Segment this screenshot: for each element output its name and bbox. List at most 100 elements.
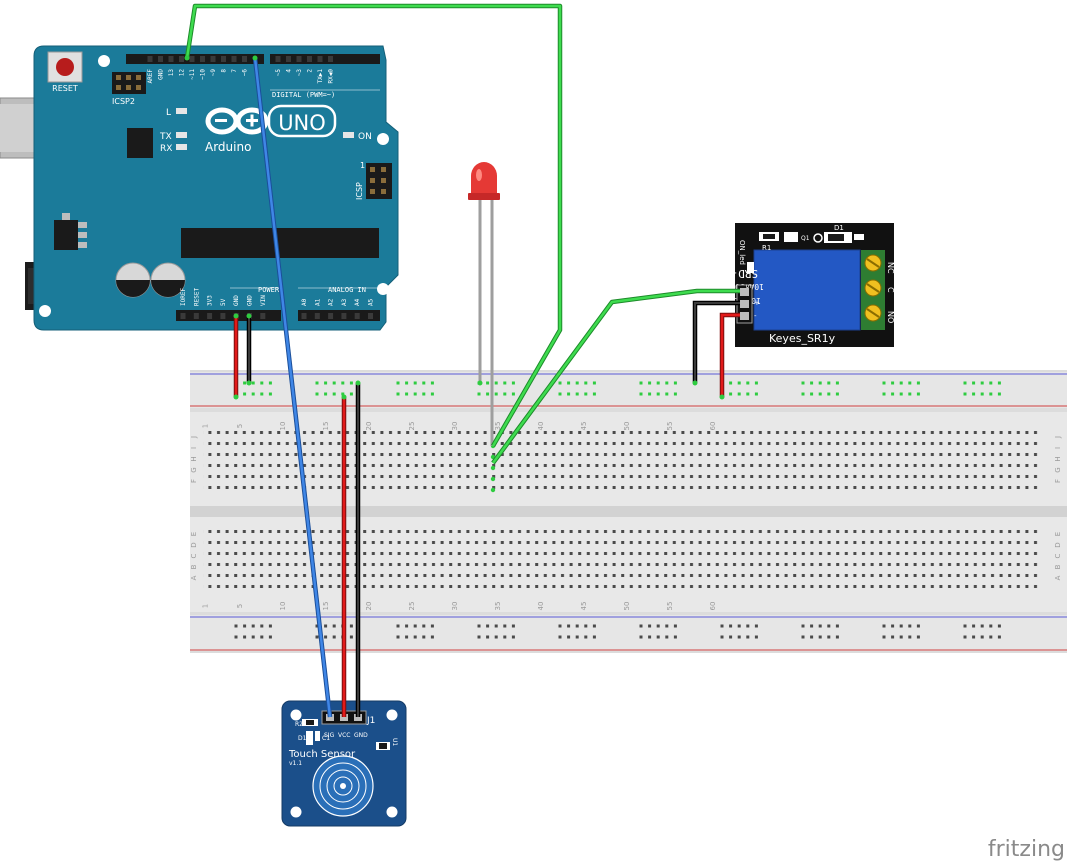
relay-term-no: NO: [886, 311, 895, 323]
rail-hole: [835, 635, 839, 639]
column-number: 5: [236, 424, 244, 428]
rail-hole: [413, 381, 417, 385]
rail-hole: [503, 392, 507, 396]
rail-hole: [349, 392, 353, 396]
rail-hole: [963, 392, 967, 396]
reset-button-cap[interactable]: [56, 58, 74, 76]
rail-hole: [430, 392, 434, 396]
rail-hole: [891, 392, 895, 396]
rail-hole: [584, 392, 588, 396]
analog-header: [298, 310, 380, 321]
rail-hole: [648, 381, 652, 385]
header-pin: [314, 313, 320, 319]
row-letter: F: [190, 479, 198, 483]
header-pin: [317, 56, 323, 62]
rail-hole: [656, 624, 660, 628]
header-pin: [275, 56, 281, 62]
rail-hole: [737, 392, 741, 396]
rail-hole: [980, 635, 984, 639]
rail-hole: [503, 624, 507, 628]
rail-hole: [673, 392, 677, 396]
rail-hole: [997, 624, 1001, 628]
analog-pin-label: A0: [301, 298, 308, 306]
pin-vcc-label: VCC: [338, 732, 350, 739]
breadboard-labels: 1155101015152020252530303535404045455050…: [190, 422, 1062, 611]
rail-hole: [737, 635, 741, 639]
mounting-hole: [377, 283, 389, 295]
rail-hole: [648, 624, 652, 628]
rail-hole: [835, 392, 839, 396]
led-on: [343, 132, 354, 138]
digital-pin-label: ~10: [200, 69, 207, 80]
j1-label: J1: [366, 716, 375, 726]
digital-pin-label: ~3: [296, 69, 303, 77]
digital-pin-label: AREF: [147, 69, 154, 84]
led-body: [471, 162, 497, 196]
power-pin-label: IOREF: [180, 288, 187, 306]
rail-hole: [899, 635, 903, 639]
column-number: 60: [709, 602, 717, 611]
header-pin: [341, 313, 347, 319]
column-number: 35: [494, 602, 502, 611]
rail-hole: [477, 635, 481, 639]
rail-hole: [720, 624, 724, 628]
upper-holes: [203, 431, 1041, 497]
rail-hole: [558, 624, 562, 628]
voltage-regulator: [54, 220, 78, 250]
icsp-header: [366, 163, 392, 199]
relay-q1-label: Q1: [801, 235, 810, 242]
header-pin: [158, 56, 163, 62]
column-number: 60: [709, 422, 717, 431]
row-letter: B: [1054, 564, 1062, 569]
column-number: 15: [322, 422, 330, 431]
relay-on-led: [747, 262, 754, 273]
rail-hole: [422, 392, 426, 396]
rail-hole: [665, 624, 669, 628]
rail-hole: [575, 392, 579, 396]
header-pin: [200, 56, 205, 62]
row-letter: G: [190, 467, 198, 472]
rail-hole: [349, 635, 353, 639]
lower-holes: [203, 528, 1041, 594]
rail-hole: [575, 381, 579, 385]
rail-hole: [656, 392, 660, 396]
power-pin-label: 5V: [220, 298, 227, 306]
rail-hole: [882, 624, 886, 628]
relay-spec-title: SRD-05VDC-SL-C: [665, 267, 758, 280]
rail-hole: [315, 381, 319, 385]
header-pin: [368, 313, 373, 319]
rail-hole: [268, 392, 272, 396]
column-number: 15: [322, 602, 330, 611]
rail-holes: [234, 381, 1001, 639]
mounting-hole: [377, 133, 389, 145]
relay-spec-line2: 10A 30VDC 10A 28VDC: [672, 282, 764, 291]
rail-hole: [268, 381, 272, 385]
digital-pin-label: 4: [286, 69, 293, 73]
rail-hole: [558, 635, 562, 639]
rail-hole: [891, 635, 895, 639]
row-letter: E: [190, 532, 198, 536]
column-number: 55: [666, 422, 674, 431]
power-pin-label: VIN: [260, 295, 267, 306]
rail-hole: [729, 635, 733, 639]
rail-hole: [899, 624, 903, 628]
rail-hole: [746, 381, 750, 385]
rail-hole: [673, 635, 677, 639]
rail-hole: [972, 392, 976, 396]
relay-name: Keyes_SR1y: [769, 332, 836, 345]
icsp-label: ICSP: [355, 182, 364, 200]
bottom-power-rail: [190, 615, 1067, 651]
rail-hole: [332, 624, 336, 628]
digital-pin-label: 13: [168, 69, 175, 77]
rail-hole: [405, 381, 409, 385]
column-number: 55: [666, 602, 674, 611]
rail-hole: [422, 381, 426, 385]
rail-hole: [665, 381, 669, 385]
arduino-logo: UNO Arduino: [205, 104, 337, 154]
rail-hole: [243, 392, 247, 396]
rail-hole: [324, 635, 328, 639]
rail-hole: [234, 624, 238, 628]
header-pin: [180, 313, 186, 319]
led-tx-label: TX: [159, 132, 172, 142]
